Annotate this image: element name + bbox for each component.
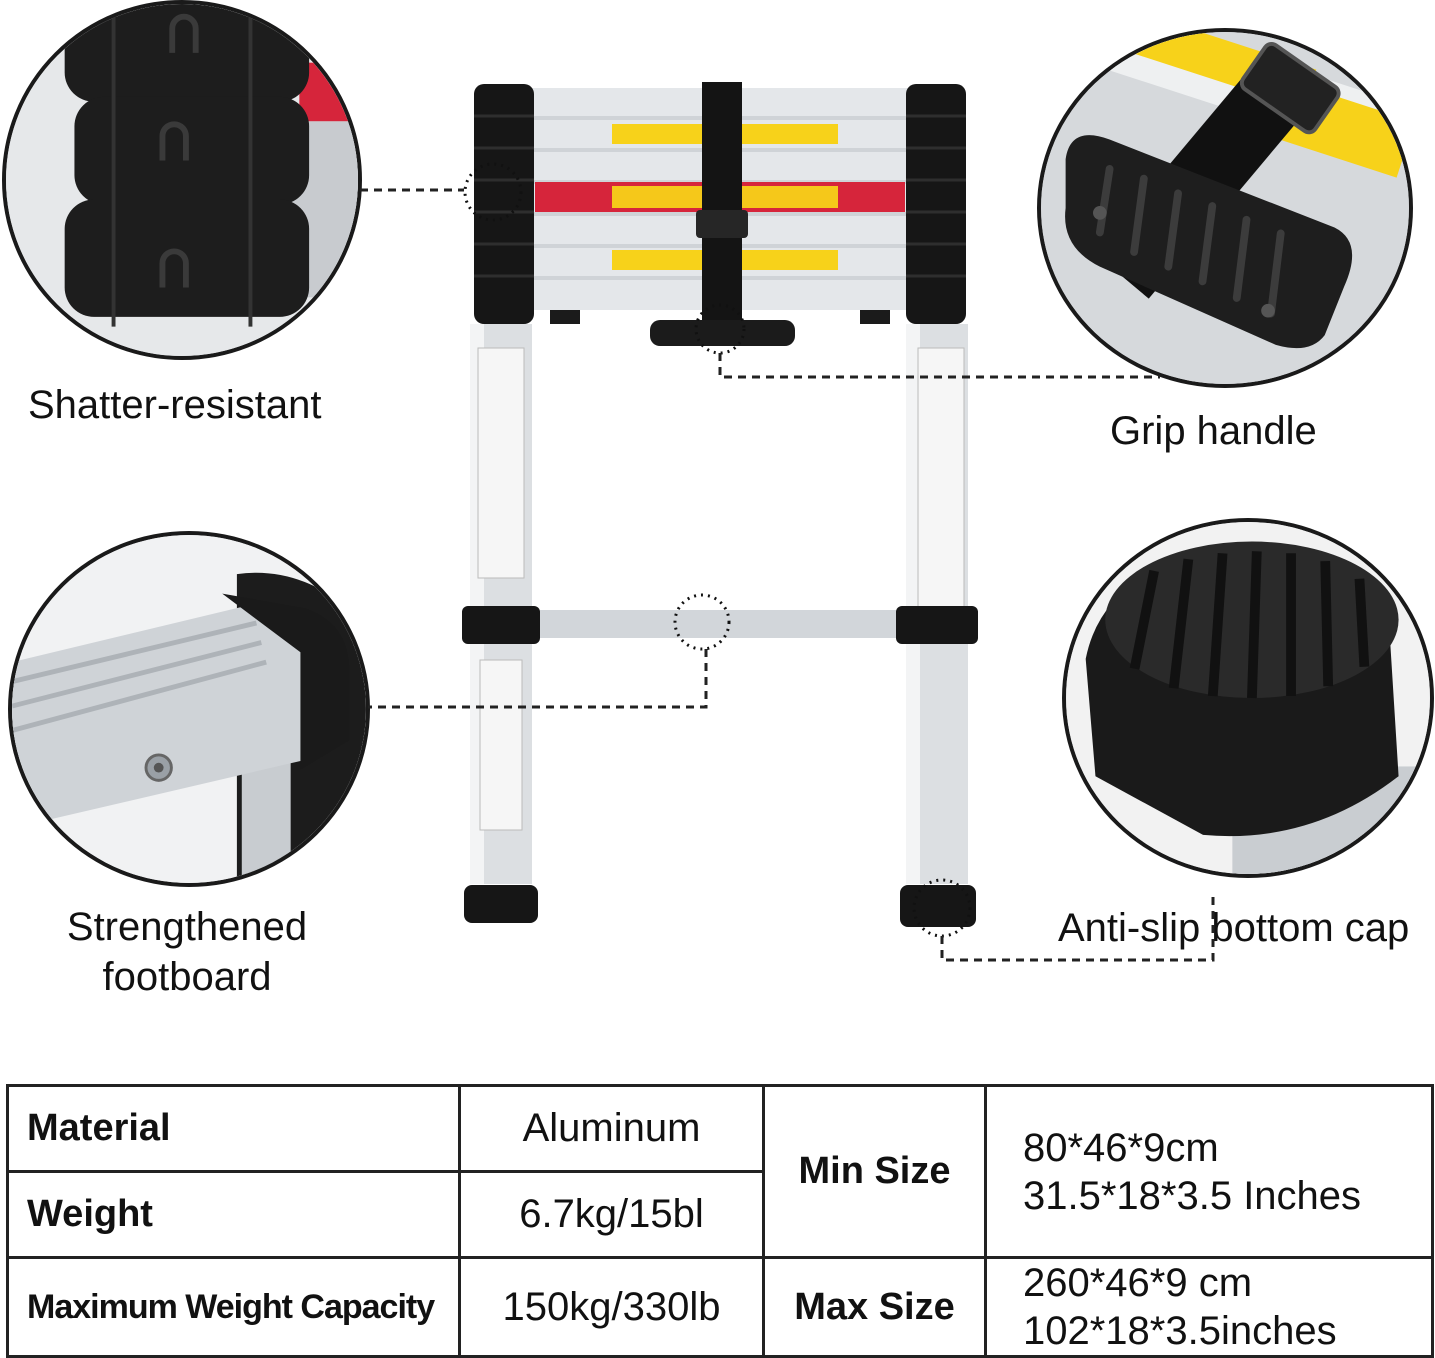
max-size-cm: 260*46*9 cm xyxy=(1023,1261,1253,1305)
spec-row-capacity: Maximum Weight Capacity 150kg/330lb Max … xyxy=(6,1256,1434,1358)
footboard-caption-line1: Strengthened xyxy=(66,905,308,949)
footboard-detail-image xyxy=(8,531,370,887)
grip-handle-caption: Grip handle xyxy=(1110,409,1317,453)
middle-rung xyxy=(462,606,978,644)
footboard-closeup-graphic xyxy=(12,535,366,883)
bottom-caps xyxy=(464,885,976,927)
min-size-value: 80*46*9cm 31.5*18*3.5 Inches xyxy=(984,1084,1434,1259)
shatter-resistant-caption: Shatter-resistant xyxy=(28,383,322,427)
min-size-label: Min Size xyxy=(762,1084,987,1259)
grip-handle-closeup-graphic xyxy=(1041,32,1409,384)
footboard-connector xyxy=(368,592,738,717)
weight-value: 6.7kg/15bl xyxy=(458,1170,765,1259)
spec-row-weight: Weight 6.7kg/15bl xyxy=(6,1170,1433,1259)
anti-slip-caption: Anti-slip bottom cap xyxy=(1058,906,1410,950)
weight-label: Weight xyxy=(6,1170,461,1259)
footboard-caption: Strengthened footboard xyxy=(60,902,314,1002)
collapsed-rungs xyxy=(474,82,966,346)
bottom-cap-detail-image xyxy=(1062,518,1434,878)
ladder-stiles xyxy=(470,324,968,884)
grip-connector xyxy=(690,303,1165,385)
anti-slip-connector xyxy=(910,878,1220,968)
spec-row-material: Material Aluminum Min Size 80*46*9cm 31.… xyxy=(6,1084,1434,1259)
capacity-label: Maximum Weight Capacity xyxy=(6,1256,461,1358)
material-label: Material xyxy=(6,1084,461,1173)
max-size-inches: 102*18*3.5inches xyxy=(1023,1309,1337,1353)
capacity-value: 150kg/330lb xyxy=(458,1256,765,1358)
footboard-caption-line2: footboard xyxy=(102,955,272,999)
max-size-value: 260*46*9 cm 102*18*3.5inches xyxy=(984,1256,1434,1358)
spec-table: Material Aluminum Min Size 80*46*9cm 31.… xyxy=(6,1084,1434,1358)
material-value: Aluminum xyxy=(458,1084,765,1173)
max-size-label: Max Size xyxy=(762,1256,987,1358)
shatter-connector xyxy=(360,160,530,230)
shatter-resistant-detail-image xyxy=(2,0,362,360)
ladder-graphic xyxy=(462,82,978,927)
bottom-cap-closeup-graphic xyxy=(1066,522,1430,874)
end-cap-closeup-graphic xyxy=(6,4,358,356)
telescopic-ladder-image xyxy=(440,70,1000,950)
min-size-inches: 31.5*18*3.5 Inches xyxy=(1023,1173,1362,1218)
min-size-cm: 80*46*9cm xyxy=(1023,1125,1219,1170)
grip-handle-detail-image xyxy=(1037,28,1413,388)
